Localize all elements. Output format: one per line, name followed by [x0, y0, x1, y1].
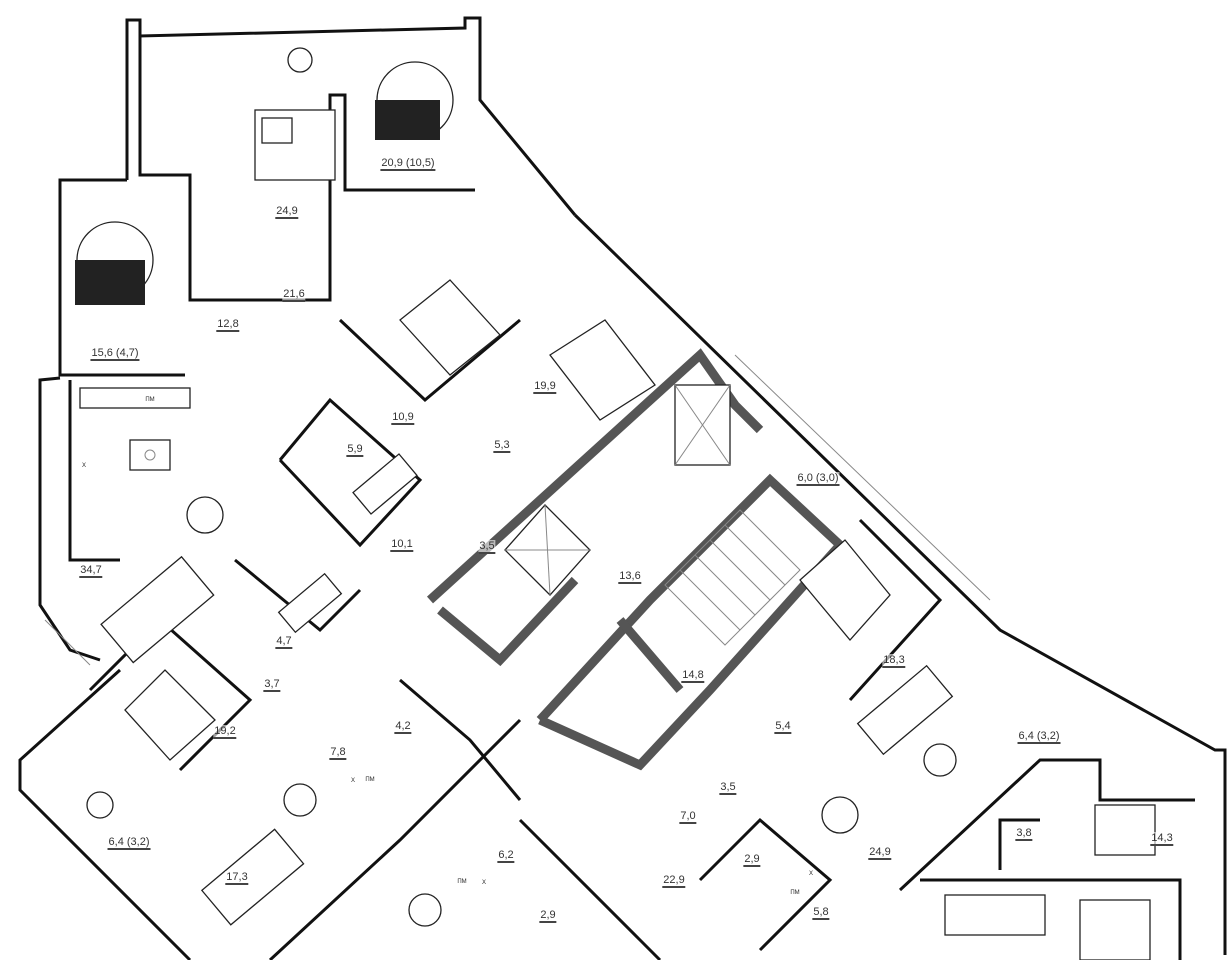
room-area-label: 22,9 — [662, 874, 686, 888]
room-area-label: 5,4 — [774, 720, 792, 734]
room-area-label: 17,3 — [225, 871, 249, 885]
room-area-label: 14,8 — [681, 669, 705, 683]
room-area-label: 24,9 — [868, 846, 892, 860]
room-area-label: 7,8 — [329, 746, 347, 760]
room-area-label: 10,1 — [390, 538, 414, 552]
room-area-label: 24,9 — [275, 205, 299, 219]
room-area-label: 34,7 — [79, 564, 103, 578]
exterior-walls — [18, 16, 1227, 960]
room-area-label: 19,2 — [213, 725, 237, 739]
room-area-label: 3,5 — [478, 540, 496, 554]
room-area-label: 13,6 — [618, 570, 642, 584]
washer-mark: Х — [350, 778, 356, 784]
room-area-label: 21,6 — [282, 288, 306, 302]
room-area-label: 5,8 — [812, 906, 830, 920]
room-area-label: 12,8 — [216, 318, 240, 332]
room-area-label: 14,3 — [1150, 832, 1174, 846]
room-area-label: 15,6 (4,7) — [90, 347, 140, 361]
room-area-label: 3,8 — [1015, 827, 1033, 841]
room-area-label: 6,0 (3,0) — [796, 472, 840, 486]
room-area-label: 5,9 — [346, 443, 364, 457]
room-area-label: 19,9 — [533, 380, 557, 394]
furniture — [44, 47, 1156, 960]
dishwasher-mark: ПМ — [145, 397, 155, 403]
room-area-label: 6,4 (3,2) — [107, 836, 151, 850]
washer-mark: Х — [808, 871, 814, 877]
room-area-label: 6,4 (3,2) — [1017, 730, 1061, 744]
room-area-label: 2,9 — [539, 909, 557, 923]
room-area-label: 5,3 — [493, 439, 511, 453]
room-area-label: 20,9 (10,5) — [380, 157, 436, 171]
room-area-label: 3,7 — [263, 678, 281, 692]
staircase — [664, 509, 801, 646]
room-area-label: 3,5 — [719, 781, 737, 795]
dishwasher-mark: ПМ — [365, 777, 375, 783]
room-area-label: 2,9 — [743, 853, 761, 867]
room-area-label: 7,0 — [679, 810, 697, 824]
room-area-label: 4,2 — [394, 720, 412, 734]
washer-mark: Х — [81, 463, 87, 469]
room-area-label: 10,9 — [391, 411, 415, 425]
dishwasher-mark: ПМ — [790, 890, 800, 896]
washer-mark: Х — [481, 880, 487, 886]
dishwasher-mark: ПМ — [457, 879, 467, 885]
room-area-label: 6,2 — [497, 849, 515, 863]
room-area-label: 4,7 — [275, 635, 293, 649]
elevator-shaft — [504, 384, 731, 596]
room-area-label: 18,3 — [882, 654, 906, 668]
